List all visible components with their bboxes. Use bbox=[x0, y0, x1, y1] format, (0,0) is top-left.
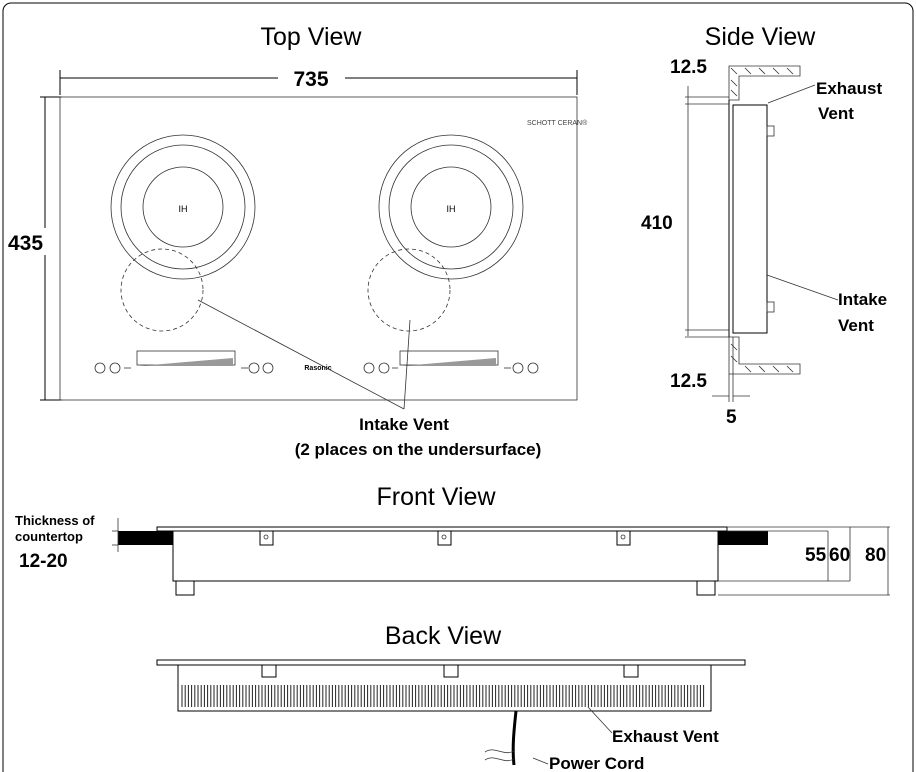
side-bottom-gap: 12.5 bbox=[670, 371, 707, 392]
countertop-thickness-dim bbox=[112, 518, 119, 552]
side-dimensions bbox=[685, 86, 750, 402]
back-glass bbox=[156, 659, 746, 666]
right-intake-vent bbox=[367, 248, 451, 332]
countertop-range: 12-20 bbox=[19, 551, 68, 572]
front-dim-80: 80 bbox=[865, 545, 886, 566]
front-dim-55: 55 bbox=[805, 545, 827, 566]
front-height-dims bbox=[718, 526, 890, 596]
side-view-title: Side View bbox=[705, 23, 817, 51]
right-control-panel bbox=[363, 350, 539, 374]
side-intake-label: Intake bbox=[838, 290, 887, 309]
back-view-title: Back View bbox=[385, 622, 502, 650]
cord-break-symbol bbox=[484, 749, 516, 762]
cooktop-glass bbox=[59, 96, 578, 401]
side-intake-sublabel: Vent bbox=[838, 316, 874, 335]
right-cooking-zone bbox=[378, 134, 524, 280]
side-thickness: 5 bbox=[726, 407, 737, 428]
side-cooktop-body bbox=[732, 104, 768, 334]
rasonic-logo: Rasonic bbox=[304, 365, 331, 372]
power-cord-label: Power Cord bbox=[549, 754, 644, 772]
front-foot-left bbox=[175, 580, 195, 596]
side-top-gap: 12.5 bbox=[670, 57, 707, 78]
front-glass bbox=[156, 526, 728, 532]
front-brackets bbox=[259, 530, 631, 546]
front-countertop-left bbox=[118, 531, 173, 545]
height-dim-label: 435 bbox=[8, 232, 43, 255]
right-zone-label: IH bbox=[447, 204, 456, 214]
height-dimension bbox=[40, 96, 62, 401]
width-dimension bbox=[59, 70, 578, 95]
back-exhaust-vent-slots bbox=[181, 685, 705, 707]
back-exhaust-label: Exhaust Vent bbox=[612, 727, 719, 746]
left-zone-label: IH bbox=[179, 204, 188, 214]
power-cord-leader bbox=[532, 757, 549, 765]
intake-leader-lines bbox=[197, 299, 411, 410]
side-exhaust-sublabel: Vent bbox=[818, 104, 854, 123]
exhaust-vent-leader bbox=[587, 706, 613, 734]
countertop-label: Thickness of bbox=[15, 513, 95, 528]
side-foot-bottom bbox=[766, 301, 775, 313]
front-foot-right bbox=[696, 580, 716, 596]
left-control-panel bbox=[94, 350, 274, 374]
schott-ceran-logo: SCHOTT CERAN® bbox=[527, 119, 588, 127]
front-dim-60: 60 bbox=[829, 545, 850, 566]
back-brackets bbox=[261, 664, 639, 678]
side-countertop-bottom bbox=[728, 336, 801, 375]
intake-vent-sublabel: (2 places on the undersurface) bbox=[295, 440, 542, 459]
width-dim-label: 735 bbox=[293, 68, 328, 91]
left-cooking-zone bbox=[110, 134, 256, 280]
power-cord bbox=[511, 710, 518, 766]
side-exhaust-label: Exhaust bbox=[816, 79, 882, 98]
left-intake-vent bbox=[120, 248, 204, 332]
side-depth: 410 bbox=[641, 213, 673, 234]
top-view-title: Top View bbox=[261, 23, 363, 51]
side-foot-top bbox=[766, 125, 775, 137]
front-countertop-right bbox=[718, 531, 768, 545]
exhaust-leader bbox=[767, 84, 816, 104]
countertop-sublabel: countertop bbox=[15, 529, 83, 544]
front-view-title: Front View bbox=[376, 483, 496, 511]
intake-leader bbox=[766, 274, 839, 301]
intake-vent-label: Intake Vent bbox=[359, 415, 449, 434]
